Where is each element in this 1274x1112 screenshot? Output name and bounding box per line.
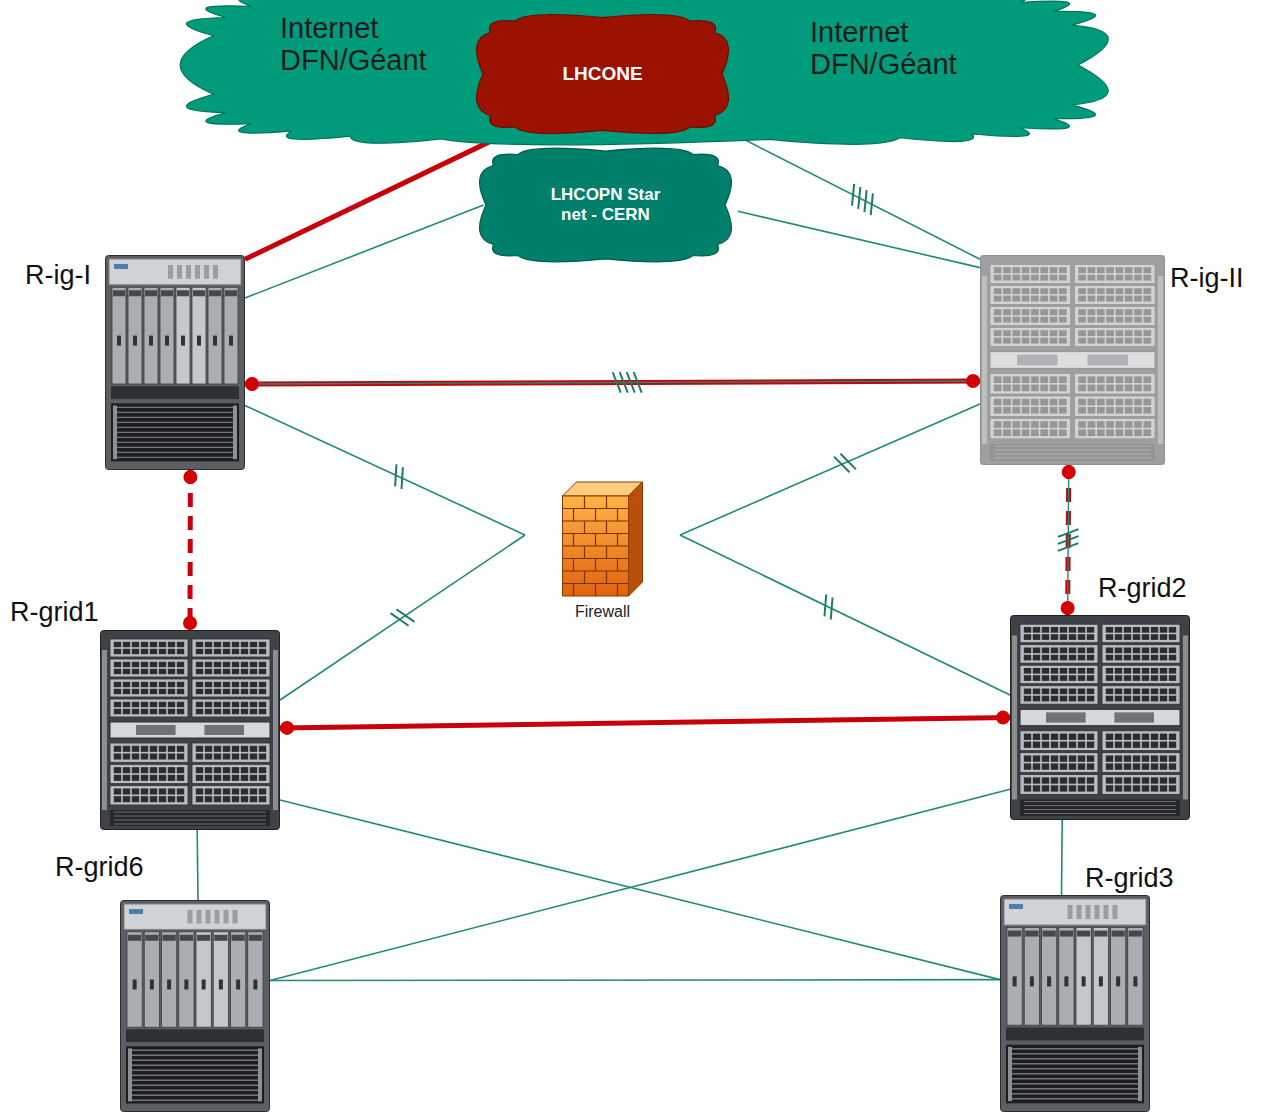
- router: R-grid3: [1000, 895, 1150, 1112]
- router-chassis: [1001, 896, 1150, 1112]
- cloud-shape: [180, 0, 1108, 145]
- link-group: [245, 406, 525, 536]
- bundle-mark: [840, 454, 856, 470]
- network-link: [680, 404, 980, 535]
- router-outline: [100, 630, 280, 830]
- bundle-mark: [831, 598, 833, 620]
- bundle-mark: [1058, 536, 1079, 544]
- bundle-mark: [1058, 543, 1079, 551]
- lhcone-link: [245, 381, 980, 384]
- network-link: [280, 535, 525, 700]
- link-group: [680, 535, 1010, 695]
- router-chassis: [981, 256, 1165, 465]
- router-label: R-grid6: [55, 852, 144, 883]
- link-group: [197, 830, 199, 900]
- link-endpoint-dot: [280, 721, 294, 735]
- bundle-mark: [858, 187, 860, 209]
- link-group: [183, 470, 197, 630]
- link-endpoint-dot: [183, 616, 197, 630]
- router-label: R-grid2: [1098, 573, 1187, 604]
- router-outline: [120, 900, 270, 1112]
- router-label: R-ig-II: [1170, 263, 1244, 294]
- bundle-mark: [852, 184, 854, 206]
- network-link: [738, 211, 980, 267]
- router-label: R-grid3: [1085, 863, 1174, 894]
- link-group: [1061, 820, 1063, 895]
- router-outline: [1010, 615, 1190, 820]
- router-chassis: [101, 631, 280, 830]
- bundle-mark: [871, 193, 873, 215]
- router-outline: [105, 255, 245, 470]
- lhcopn-cloud: LHCOPN Star net - CERN: [473, 142, 738, 268]
- firewall-icon: [563, 482, 643, 596]
- lhcone-cloud: LHCONE: [470, 8, 735, 140]
- cloud-label: LHCONE: [503, 63, 703, 86]
- network-link: [270, 789, 1010, 980]
- bundle-mark: [620, 372, 628, 392]
- router: R-ig-II: [980, 255, 1165, 465]
- router: R-grid1: [100, 630, 280, 830]
- cloud-label: Internet DFN/Géant: [810, 16, 1010, 81]
- bundle-mark: [396, 609, 414, 622]
- network-link: [745, 140, 980, 259]
- bundle-mark: [864, 190, 866, 212]
- device-label: Firewall: [525, 602, 680, 621]
- router: R-ig-I: [105, 255, 245, 470]
- link-group: [280, 800, 1000, 980]
- link-group: [738, 211, 980, 267]
- network-link: [196, 830, 198, 900]
- router-chassis: [121, 901, 270, 1112]
- link-group: [270, 789, 1010, 980]
- firewall: Firewall: [525, 478, 680, 628]
- link-group: [245, 129, 515, 259]
- network-link: [680, 535, 1010, 695]
- link-endpoint-dot: [1062, 465, 1076, 479]
- bundle-mark: [613, 372, 621, 392]
- link-group: [270, 979, 1000, 981]
- router-outline: [980, 255, 1165, 465]
- network-link-overlay: [245, 381, 980, 384]
- router: R-grid2: [1010, 615, 1190, 820]
- network-link: [280, 800, 1000, 980]
- link-group: [745, 140, 980, 259]
- network-link: [270, 979, 1000, 982]
- link-endpoint-dot: [183, 470, 197, 484]
- cloud-label: Internet DFN/Géant: [280, 12, 480, 77]
- bundle-mark: [824, 594, 826, 616]
- connectors: [183, 129, 1079, 980]
- bundle-mark: [395, 464, 396, 486]
- cloud-shape: [477, 14, 729, 133]
- router-chassis: [1011, 616, 1190, 820]
- link-group: [245, 372, 980, 393]
- bundle-mark: [634, 372, 642, 392]
- link-endpoint-dot: [1061, 601, 1075, 615]
- link-group: [280, 711, 1010, 735]
- router-outline: [1000, 895, 1150, 1112]
- lhcone-link: [280, 718, 1010, 729]
- bundle-mark: [1058, 529, 1079, 537]
- network-link: [245, 406, 525, 536]
- network-link: [1061, 820, 1063, 895]
- link-group: [280, 535, 525, 700]
- router-chassis: [106, 256, 245, 470]
- link-endpoint-dot: [245, 377, 259, 391]
- cloud-label: LHCOPN Star net - CERN: [551, 185, 661, 226]
- link-endpoint-dot: [966, 374, 980, 388]
- router-label: R-grid1: [10, 597, 99, 628]
- link-group: [1058, 465, 1079, 615]
- router: R-grid6: [120, 900, 270, 1112]
- link-endpoint-dot: [996, 711, 1010, 725]
- lhcone-link: [245, 129, 515, 259]
- bundle-mark: [401, 467, 402, 489]
- router-label: R-ig-I: [25, 260, 91, 291]
- cloud-shape: [480, 148, 732, 262]
- link-group: [245, 205, 484, 298]
- bundle-mark: [834, 457, 850, 473]
- lhcone-link: [188, 470, 193, 630]
- internet-cloud: Internet DFN/Géant Internet DFN/GéantLHCO…: [165, 0, 1125, 152]
- link-group: [680, 404, 980, 535]
- bundle-mark: [627, 372, 635, 392]
- network-link: [245, 205, 484, 298]
